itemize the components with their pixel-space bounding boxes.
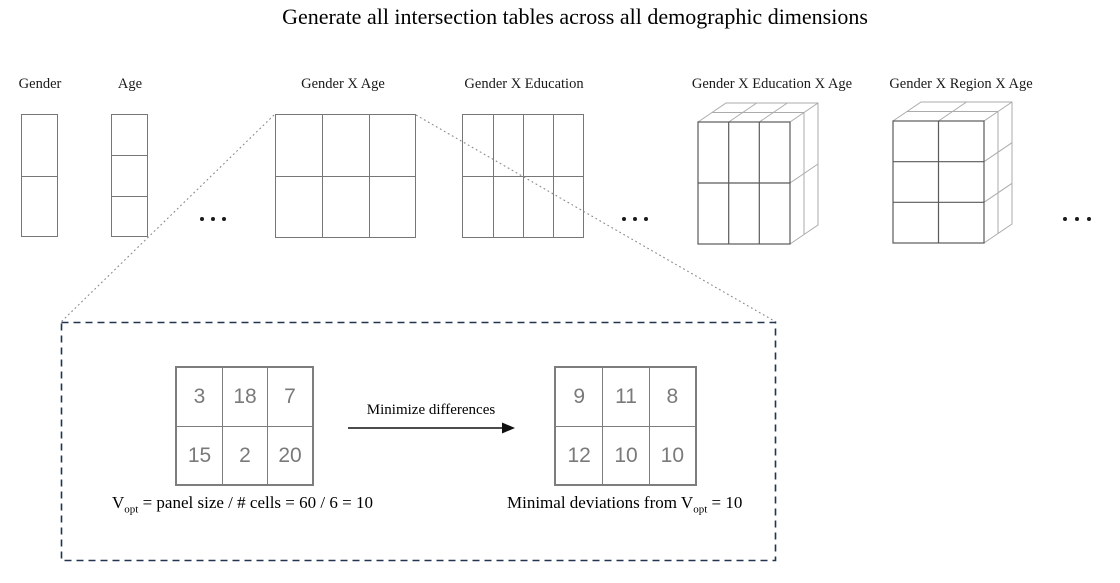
label-gender-x-age: Gender X Age bbox=[301, 76, 385, 92]
vopt-formula-caption: Vopt = panel size / # cells = 60 / 6 = 1… bbox=[112, 493, 373, 516]
gender-table bbox=[21, 114, 58, 237]
gender-x-education-x-age-cube bbox=[697, 102, 819, 245]
label-gender: Gender bbox=[18, 76, 62, 92]
label-gender-x-region-x-age: Gender X Region X Age bbox=[889, 76, 1033, 92]
table-cell: 3 bbox=[193, 385, 206, 408]
label-age: Age bbox=[117, 76, 143, 92]
ellipsis-icon-2 bbox=[622, 217, 648, 221]
ellipsis-icon-1 bbox=[200, 217, 226, 221]
minimize-arrow-label: Minimize differences bbox=[366, 402, 496, 418]
table-cell: 20 bbox=[267, 426, 312, 484]
minimize-arrow bbox=[348, 422, 515, 434]
table-cell: 11 bbox=[602, 368, 648, 426]
gender-x-region-x-age-cube bbox=[892, 101, 1013, 244]
age-table bbox=[111, 114, 148, 237]
gender-x-education-table bbox=[462, 114, 584, 238]
table-cell: 18 bbox=[222, 368, 267, 426]
table-cell: 2 bbox=[222, 426, 267, 484]
zoom-connector-left bbox=[60, 114, 275, 323]
table-cell: 12 bbox=[556, 426, 603, 484]
table-cell: 7 bbox=[267, 368, 312, 426]
minimal-deviation-caption: Minimal deviations from Vopt = 10 bbox=[507, 493, 743, 516]
slide-title: Generate all intersection tables across … bbox=[282, 4, 868, 29]
table-cell: 10 bbox=[648, 426, 695, 484]
table-cell: 15 bbox=[177, 426, 222, 484]
optimized-table: 9 11 8 12 10 10 bbox=[554, 366, 697, 486]
table-cell: 9 bbox=[573, 385, 585, 408]
gender-x-age-table bbox=[275, 114, 416, 238]
label-gender-x-education-x-age: Gender X Education X Age bbox=[691, 76, 853, 92]
ellipsis-icon-3 bbox=[1063, 217, 1091, 221]
table-cell: 8 bbox=[648, 368, 695, 426]
table-cell: 10 bbox=[602, 426, 649, 484]
input-table: 3 18 7 15 2 20 bbox=[175, 366, 314, 486]
label-gender-x-education: Gender X Education bbox=[464, 76, 584, 92]
